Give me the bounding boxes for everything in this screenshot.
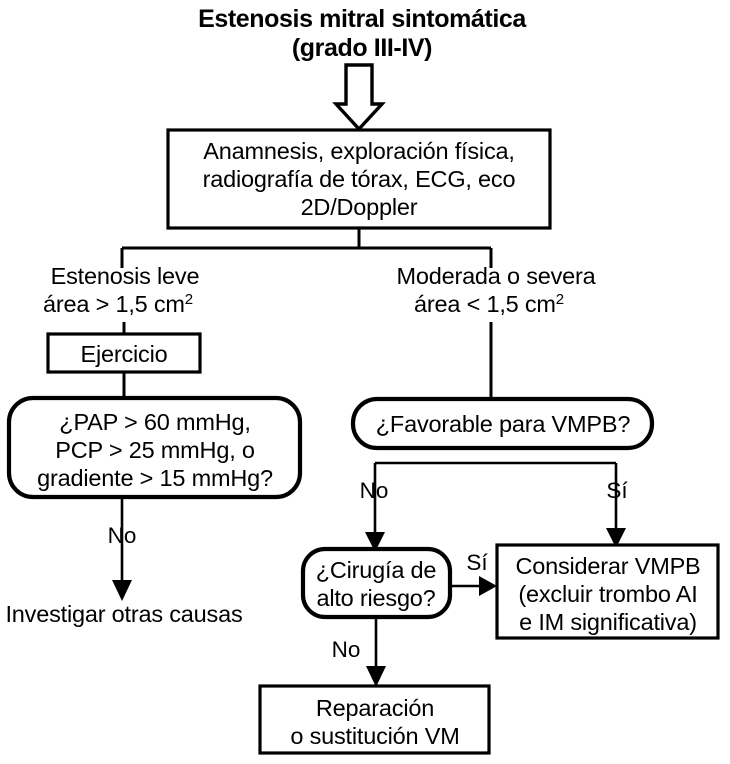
repair-replace-line-2: o sustitución VM	[290, 723, 459, 749]
block-arrow-down-icon	[332, 63, 386, 132]
connector-hemodynamics-no: No	[108, 497, 137, 601]
node-severe-branch: Moderada o severa área < 1,5 cm2	[396, 263, 596, 317]
edge-label-favorable-si: Sí	[606, 478, 628, 503]
node-mild-branch: Estenosis leve área > 1,5 cm2	[43, 263, 200, 317]
hemodynamics-box	[6, 395, 303, 500]
mild-branch-line-1: Estenosis leve	[51, 263, 200, 289]
connector-highrisk-si: Sí	[450, 550, 497, 596]
hemodynamics-line-2: PCP > 25 mmHg, o	[55, 437, 255, 463]
severe-branch-area-text: área < 1,5 cm	[414, 291, 556, 317]
mild-branch-superscript: 2	[185, 291, 193, 308]
edge-label-highrisk-no: No	[332, 637, 361, 662]
consider-pmbv-line-1: Considerar VMPB	[515, 553, 700, 579]
node-high-risk-surgery: ¿Cirugía de alto riesgo?	[300, 546, 453, 620]
node-assessment: Anamnesis, exploración física, radiograf…	[166, 128, 552, 230]
assessment-line-1: Anamnesis, exploración física,	[203, 138, 514, 164]
high-risk-line-2: alto riesgo?	[316, 585, 435, 611]
assessment-box	[166, 128, 552, 230]
connector-highrisk-no: No	[332, 617, 386, 687]
edge-label-favorable-no: No	[360, 478, 389, 503]
assessment-line-3: 2D/Doppler	[301, 194, 418, 220]
arrowhead-right-icon	[479, 576, 497, 596]
assessment-line-2: radiografía de tórax, ECG, eco	[203, 166, 516, 192]
node-hemodynamics: ¿PAP > 60 mmHg, PCP > 25 mmHg, o gradien…	[6, 395, 303, 500]
favorable-pmbv-box	[350, 396, 655, 451]
edge-label-highrisk-si: Sí	[466, 550, 488, 575]
exercise-box	[46, 332, 202, 374]
node-favorable-pmbv: ¿Favorable para VMPB?	[350, 396, 655, 451]
exercise-label: Ejercicio	[80, 341, 167, 367]
edge-label-hemodynamics-no: No	[108, 523, 137, 548]
arrowhead-down-icon	[366, 666, 386, 687]
severe-branch-superscript: 2	[556, 291, 564, 308]
arrowhead-down-icon	[112, 580, 132, 601]
consider-pmbv-box	[495, 543, 720, 640]
severe-branch-line-1: Moderada o severa	[396, 263, 596, 289]
node-other-causes: Investigar otras causas	[5, 601, 242, 627]
favorable-pmbv-label: ¿Favorable para VMPB?	[376, 411, 631, 437]
hemodynamics-line-1: ¿PAP > 60 mmHg,	[59, 409, 250, 435]
connector-assessment-split	[120, 228, 493, 268]
node-repair-replace: Reparación o sustitución VM	[258, 684, 491, 755]
title-line-2: (grado III-IV)	[292, 34, 432, 62]
connector-favorable-split: No Sí	[360, 461, 628, 552]
severe-branch-line-2: área < 1,5 cm2	[414, 291, 564, 317]
mild-branch-line-2: área > 1,5 cm2	[43, 291, 193, 317]
node-consider-pmbv: Considerar VMPB (excluir trombo AI e IM …	[495, 543, 720, 640]
consider-pmbv-line-3: e IM significativa)	[519, 609, 697, 635]
title-line-1: Estenosis mitral sintomática	[198, 5, 527, 33]
mild-branch-area-text: área > 1,5 cm	[43, 291, 185, 317]
arrowhead-down-icon	[365, 532, 385, 552]
hemodynamics-line-3: gradiente > 15 mmHg?	[37, 465, 273, 491]
diagram-title: Estenosis mitral sintomática (grado III-…	[198, 5, 528, 62]
high-risk-line-1: ¿Cirugía de	[316, 557, 437, 583]
consider-pmbv-line-2: (excluir trombo AI	[518, 581, 697, 607]
repair-replace-line-1: Reparación	[316, 695, 434, 721]
arrowhead-down-icon	[606, 528, 626, 548]
node-exercise: Ejercicio	[46, 332, 202, 374]
repair-replace-box	[258, 684, 491, 755]
